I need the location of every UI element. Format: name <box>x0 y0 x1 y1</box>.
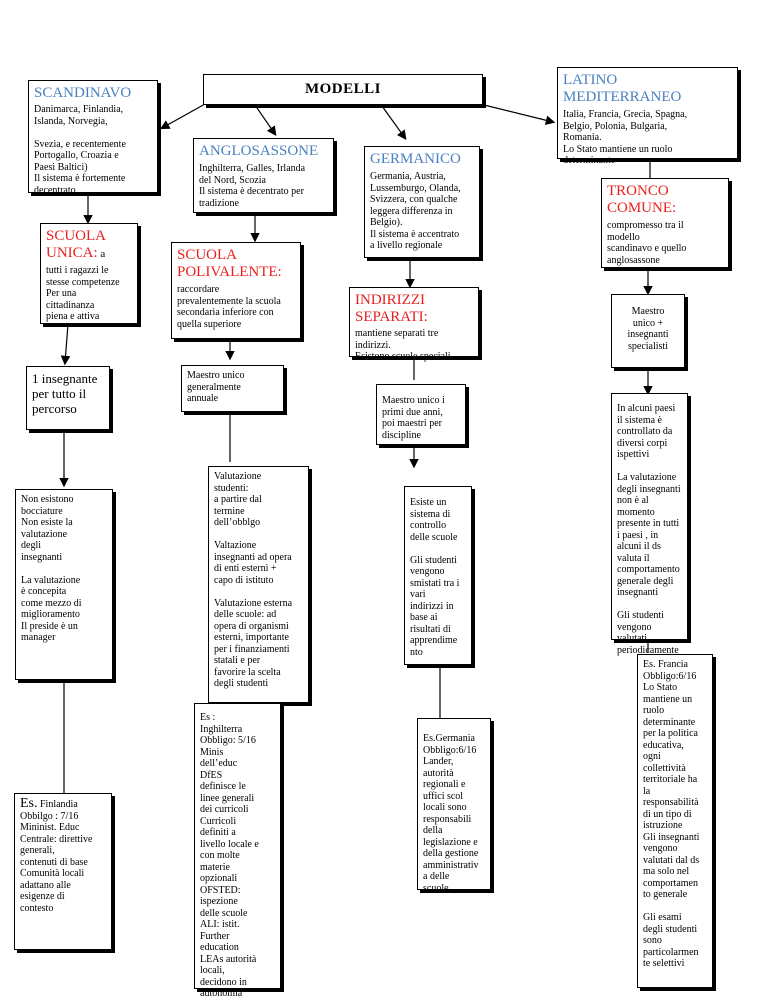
latino-example-box: Es. Francia Obbligo:6/16 Lo Stato mantie… <box>637 654 713 988</box>
scandinavo-level2-text: 1 insegnante per tutto il percorso <box>32 371 98 416</box>
latino-level2-text: Maestro unico + insegnanti specialisti <box>627 306 669 352</box>
scandinavo-title: SCANDINAVO <box>34 85 132 101</box>
anglo-level2-text: Maestro unico generalmente annuale <box>187 370 245 404</box>
scuola-unica-box: SCUOLA UNICA: a tutti i ragazzi le stess… <box>40 223 138 324</box>
scuola-unica-body: tutti i ragazzi le stesse competenze Per… <box>46 265 120 322</box>
anglosassone-box: ANGLOSASSONE Inghilterra, Galles, Irland… <box>193 138 334 213</box>
germanico-body: Germania, Austria, Lussemburgo, Olanda, … <box>370 171 461 251</box>
tronco-comune-box: TRONCO COMUNE: compromesso tra il modell… <box>601 178 729 268</box>
indirizzi-separati-body: mantiene separati tre indirizzi. Esiston… <box>355 328 451 362</box>
arrow-scandinavo-l2 <box>60 323 71 366</box>
anglo-example-text: Es : Inghilterra Obbligo: 5/16 Minis del… <box>200 712 259 999</box>
scandinavo-box: SCANDINAVO Danimarca, Finlandia, Islanda… <box>28 80 158 196</box>
latino-example-text: Es. Francia Obbligo:6/16 Lo Stato mantie… <box>643 659 700 969</box>
anglo-example-box: Es : Inghilterra Obbligo: 5/16 Minis del… <box>194 703 281 999</box>
scandinavo-example-box: Es. Finlandia Obbilgo : 7/16 Mininist. E… <box>14 793 112 950</box>
german-example-box: Es.Germania Obbligo:6/16 Lander, autorit… <box>417 718 491 894</box>
scandinavo-example-prefix: Es. <box>20 796 38 811</box>
scuola-polivalente-title: SCUOLA POLIVALENTE: <box>177 247 282 280</box>
arrow-to-germanico <box>381 105 407 140</box>
tronco-comune-title: TRONCO COMUNE: <box>607 183 677 216</box>
anglo-level3-text: Valutazione studenti: a partire dal term… <box>214 471 293 689</box>
latino-level3-text: In alcuni paesi il sistema è controllato… <box>617 403 681 656</box>
germanico-box: GERMANICO Germania, Austria, Lussemburgo… <box>364 146 480 258</box>
latino-body: Italia, Francia, Grecia, Spagna, Belgio,… <box>563 109 688 166</box>
anglosassone-title: ANGLOSASSONE <box>199 143 319 159</box>
latino-title: LATINO MEDITERRANEO <box>563 72 682 105</box>
german-level2-text: Maestro unico i primi due anni, poi maes… <box>382 395 445 441</box>
german-level3-text: Esiste un sistema di controllo delle scu… <box>410 497 460 658</box>
scuola-unica-suffix: a <box>97 248 106 260</box>
scuola-unica-title-text: SCUOLA UNICA: <box>46 228 106 261</box>
anglosassone-body: Inghilterra, Galles, Irlanda del Nord, S… <box>199 163 306 209</box>
scuola-polivalente-box: SCUOLA POLIVALENTE: raccordare prevalent… <box>171 242 301 339</box>
scandinavo-level3-box: Non esistono bocciature Non esiste la va… <box>15 489 113 680</box>
root-title: MODELLI <box>304 81 381 97</box>
latino-box: LATINO MEDITERRANEO Italia, Francia, Gre… <box>557 67 738 166</box>
scuola-unica-title: SCUOLA UNICA: a <box>46 228 132 263</box>
scandinavo-level3-text: Non esistono bocciature Non esiste la va… <box>21 494 82 643</box>
german-example-text: Es.Germania Obbligo:6/16 Lander, autorit… <box>423 733 479 894</box>
indirizzi-separati-title: INDIRIZZI SEPARATI: <box>355 292 428 325</box>
scandinavo-level2-box: 1 insegnante per tutto il percorso <box>26 366 110 430</box>
germanico-title: GERMANICO <box>370 151 461 167</box>
german-level2-box: Maestro unico i primi due anni, poi maes… <box>376 384 466 445</box>
german-level3-box: Esiste un sistema di controllo delle scu… <box>404 486 472 665</box>
tronco-comune-body: compromesso tra il modello scandinavo e … <box>607 220 687 266</box>
scandinavo-example-text: Es. Finlandia Obbilgo : 7/16 Mininist. E… <box>20 796 106 914</box>
anglo-level2-box: Maestro unico generalmente annuale <box>181 365 284 412</box>
scuola-polivalente-body: raccordare prevalentemente la scuola sec… <box>177 284 281 330</box>
root-modelli-box: MODELLI <box>203 74 483 105</box>
latino-level3-box: In alcuni paesi il sistema è controllato… <box>611 393 688 656</box>
indirizzi-separati-box: INDIRIZZI SEPARATI: mantiene separati tr… <box>349 287 479 362</box>
latino-level2-box: Maestro unico + insegnanti specialisti <box>611 294 685 368</box>
anglo-level3-box: Valutazione studenti: a partire dal term… <box>208 466 309 703</box>
arrow-to-anglosassone <box>254 104 277 136</box>
scandinavo-body: Danimarca, Finlandia, Islanda, Norvegia,… <box>34 104 126 196</box>
scandinavo-example-body: Finlandia Obbilgo : 7/16 Mininist. Educ … <box>20 799 93 914</box>
arrow-to-latino <box>479 103 556 125</box>
arrow-to-scandinavo <box>159 103 206 130</box>
